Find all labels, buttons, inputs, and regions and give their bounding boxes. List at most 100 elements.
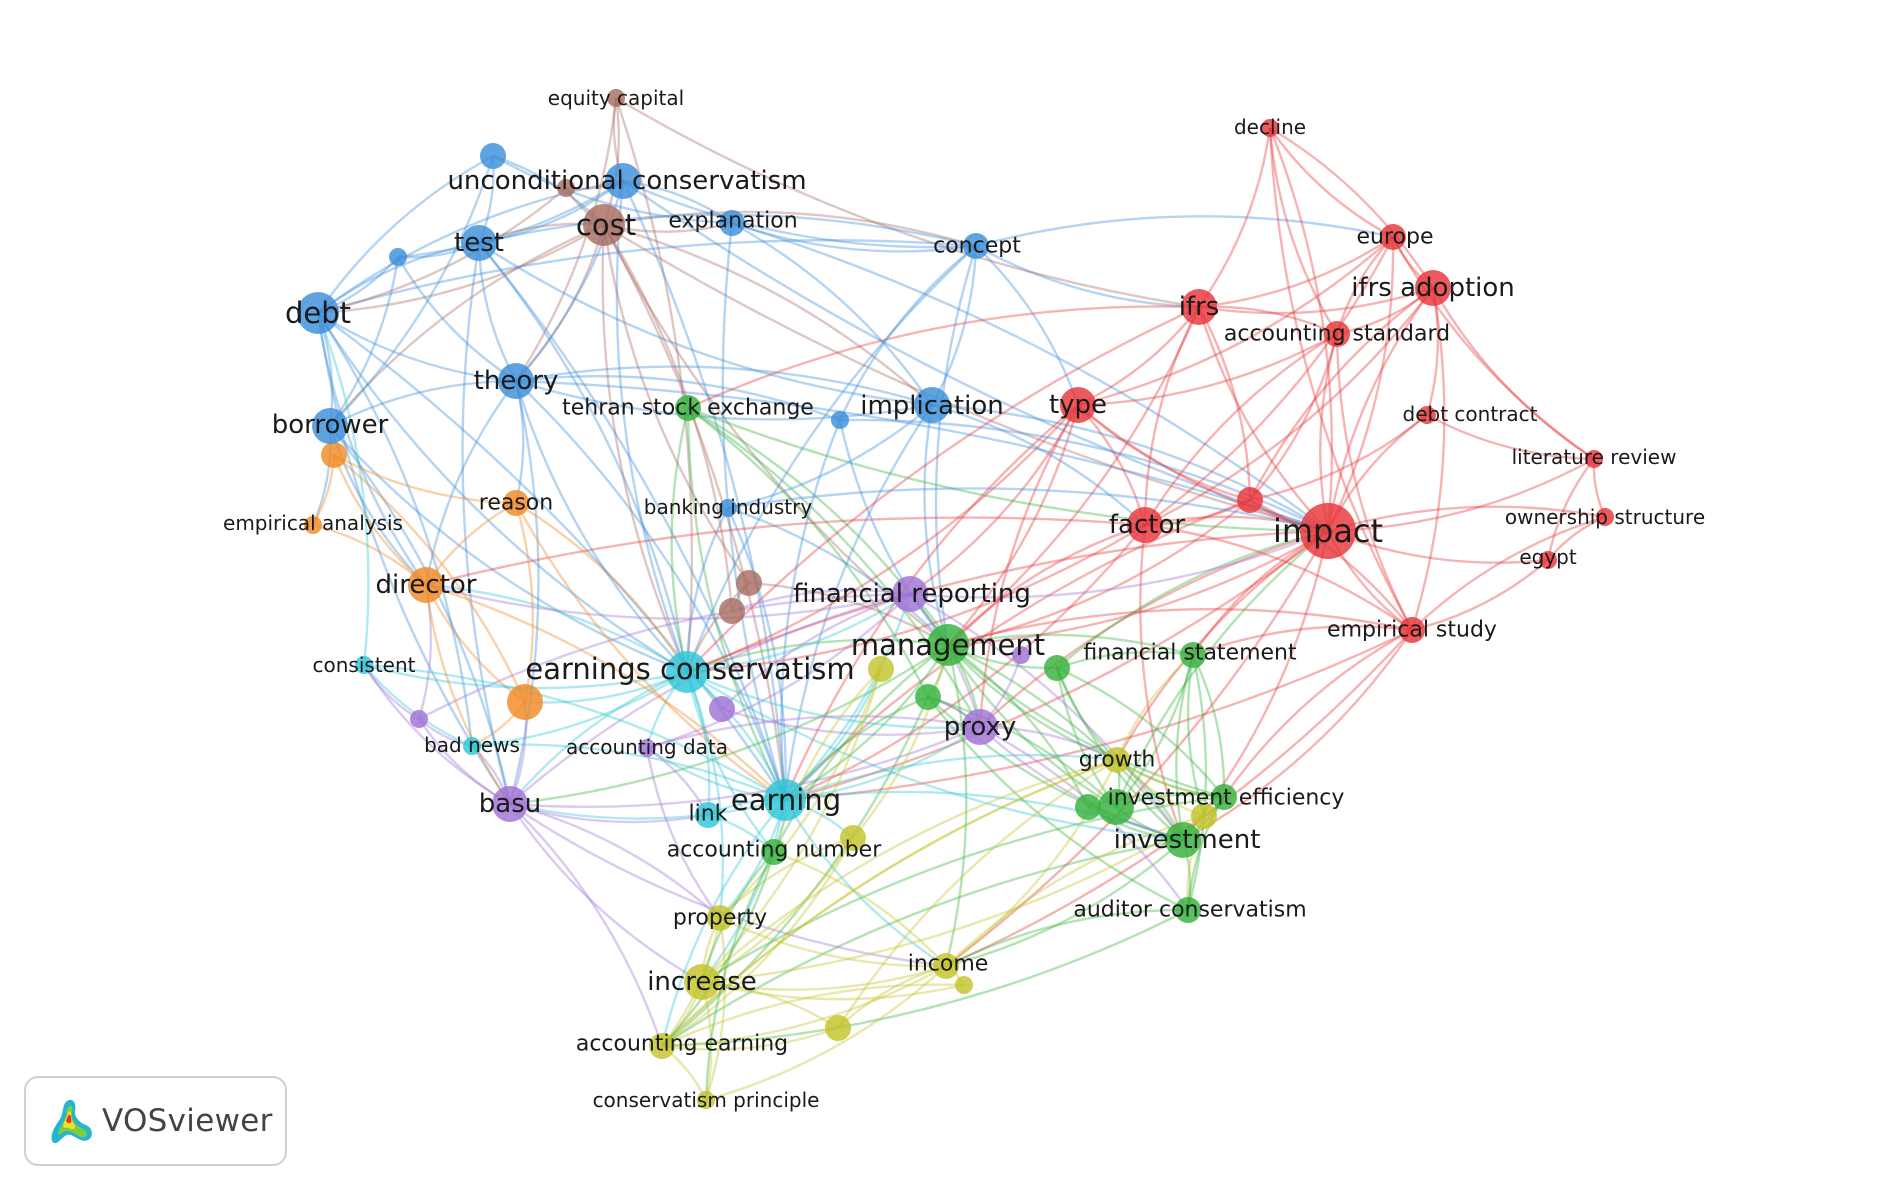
node-increase[interactable] (684, 964, 720, 1000)
node-basu[interactable] (492, 786, 528, 822)
node-egypt[interactable] (1539, 551, 1557, 569)
node-financial-reporting[interactable] (892, 576, 928, 612)
node-u-yellow2[interactable] (840, 825, 866, 851)
link-u_blue2-unconditional_conservatism (397, 179, 624, 259)
node-literature-review[interactable] (1585, 450, 1603, 468)
node-cost[interactable] (583, 204, 625, 246)
link-factor-director (425, 516, 1146, 587)
node-u-brown2[interactable] (736, 570, 762, 596)
node-u-orange1[interactable] (321, 442, 347, 468)
node-u-yellow4[interactable] (825, 1015, 851, 1041)
node-property[interactable] (707, 905, 733, 931)
node-type[interactable] (1060, 387, 1096, 423)
node-empirical-study[interactable] (1399, 617, 1425, 643)
node-empirical-analysis[interactable] (304, 516, 322, 534)
node-earnings-conservatism[interactable] (666, 651, 708, 693)
node-unconditional-conservatism[interactable] (605, 163, 641, 199)
label-accounting-earning: accounting earning (576, 1032, 788, 1057)
link-concept-europe (975, 215, 1394, 248)
node-investment-efficiency[interactable] (1211, 784, 1237, 810)
node-u-orange2[interactable] (507, 684, 543, 720)
node-tehran-stock-exchange[interactable] (675, 395, 701, 421)
label-basu: basu (479, 789, 541, 819)
node-implication[interactable] (914, 387, 950, 423)
node-europe[interactable] (1380, 224, 1406, 250)
node-director[interactable] (408, 567, 444, 603)
link-type-u_red1 (1077, 404, 1251, 502)
node-u-blue3[interactable] (831, 411, 849, 429)
node-proxy[interactable] (962, 709, 998, 745)
link-ifrs-management (947, 306, 1201, 646)
link-empirical_study-egypt (1411, 559, 1549, 632)
link-income-u_yellow4 (837, 964, 947, 1029)
node-u-green3[interactable] (915, 684, 941, 710)
node-consistent[interactable] (355, 656, 373, 674)
node-auditor-conservatism[interactable] (1175, 897, 1201, 923)
node-accounting-number[interactable] (761, 839, 787, 865)
node-earning[interactable] (764, 779, 806, 821)
link-decline-impact (1268, 127, 1334, 532)
node-decline[interactable] (1261, 119, 1279, 137)
node-factor[interactable] (1127, 507, 1163, 543)
node-link[interactable] (695, 802, 721, 828)
link-unconditional_conservatism-concept (622, 179, 977, 249)
node-debt[interactable] (297, 292, 339, 334)
node-accounting-earning[interactable] (649, 1033, 675, 1059)
node-equity-capital[interactable] (607, 89, 625, 107)
node-u-brown1[interactable] (719, 598, 745, 624)
node-banking-industry[interactable] (719, 499, 737, 517)
link-earnings_conservatism-property (685, 671, 725, 919)
node-u-green2[interactable] (1044, 655, 1070, 681)
node-accounting-standard[interactable] (1324, 321, 1350, 347)
link-u_yellow3-increase (701, 814, 1205, 984)
node-management[interactable] (927, 624, 969, 666)
link-financial_reporting-impact (909, 529, 1329, 599)
label-earnings-conservatism: earnings conservatism (525, 652, 854, 686)
link-auditor_conservatism-financial_statement (1186, 654, 1208, 911)
node-conservatism-principle[interactable] (697, 1091, 715, 1109)
node-u-yellow1[interactable] (868, 656, 894, 682)
node-u-yellow5[interactable] (955, 976, 973, 994)
node-income[interactable] (933, 953, 959, 979)
node-theory[interactable] (498, 363, 534, 399)
node-concept[interactable] (963, 233, 989, 259)
node-borrower[interactable] (312, 408, 348, 444)
node-test[interactable] (461, 225, 497, 261)
link-management-income (944, 644, 968, 967)
link-factor-earnings_conservatism (686, 523, 1146, 674)
node-u-green1[interactable] (1075, 794, 1101, 820)
label-accounting-standard: accounting standard (1224, 322, 1450, 347)
node-u-green4[interactable] (1098, 789, 1134, 825)
link-u_green2-impact (1056, 529, 1329, 669)
link-type-management (947, 404, 1080, 646)
node-u-blue1[interactable] (480, 143, 506, 169)
node-investment[interactable] (1165, 822, 1201, 858)
node-u-purple2[interactable] (1012, 646, 1030, 664)
link-earning-proxy (784, 726, 981, 802)
link-investment-income (945, 839, 1184, 968)
node-accounting-data[interactable] (638, 739, 656, 757)
node-u-yellow3[interactable] (1191, 803, 1217, 829)
node-u-brown3[interactable] (557, 179, 575, 197)
node-u-purple1[interactable] (410, 710, 428, 728)
link-financial_reporting-investment (909, 592, 1184, 841)
node-ifrs-adoption[interactable] (1415, 270, 1451, 306)
node-growth[interactable] (1104, 747, 1130, 773)
link-ifrs-factor (1143, 306, 1201, 526)
link-theory-basu (508, 380, 540, 805)
node-reason[interactable] (503, 490, 529, 516)
link-impact-investment (1182, 530, 1330, 841)
node-u-blue2[interactable] (389, 248, 407, 266)
node-debt-contract[interactable] (1418, 406, 1436, 424)
node-financial-statement[interactable] (1180, 642, 1206, 668)
node-u-purple3[interactable] (709, 696, 735, 722)
node-impact[interactable] (1300, 503, 1356, 559)
node-explanation[interactable] (719, 210, 745, 236)
link-explanation-implication (731, 221, 933, 406)
link-earnings_conservatism-accounting_number (685, 671, 775, 853)
label-theory: theory (474, 366, 559, 396)
node-u-red1[interactable] (1237, 487, 1263, 513)
node-ownership-structure[interactable] (1596, 508, 1614, 526)
node-ifrs[interactable] (1181, 289, 1217, 325)
node-bad-news[interactable] (463, 737, 481, 755)
